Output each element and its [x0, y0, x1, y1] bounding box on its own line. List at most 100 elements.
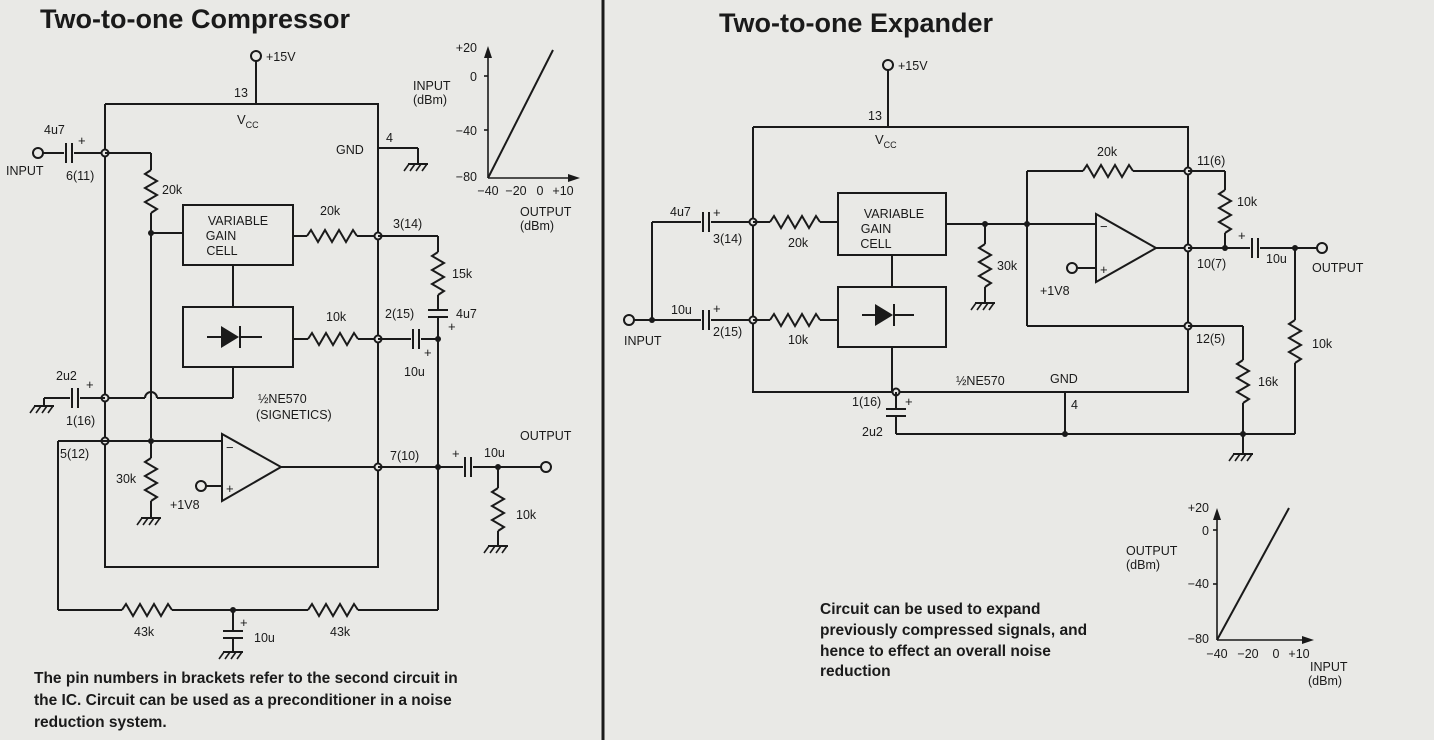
- resistor-15k-label: 15k: [452, 267, 473, 281]
- graph-y-tick-3: −40: [456, 124, 477, 138]
- resistor-10k-rect-label: 10k: [326, 310, 347, 324]
- ground-30k: [136, 517, 162, 526]
- expander-supply-label: +15V: [898, 59, 928, 73]
- graph-x-tick-1: −40: [477, 184, 498, 198]
- expander-pin-10: 10(7): [1197, 257, 1226, 271]
- expander-pin-12: 12(5): [1196, 332, 1225, 346]
- ic-name: ½NE570: [258, 392, 307, 406]
- expander-resistor-10k-in: [769, 312, 821, 328]
- expander-vcc-label: VCC: [875, 132, 897, 150]
- svg-text:+: +: [86, 377, 94, 392]
- expander-graph-y-title-1: OUTPUT: [1126, 544, 1178, 558]
- cap-out-label: 10u: [484, 446, 505, 460]
- expander-gnd-label: GND: [1050, 372, 1078, 386]
- expander-ground-30k: [970, 302, 996, 311]
- svg-text:+: +: [424, 345, 432, 360]
- expander-vgc-line3: CELL: [860, 237, 891, 251]
- expander-output-terminal: [1316, 242, 1328, 254]
- expander-graph-y-tick-3: −40: [1188, 577, 1209, 591]
- expander-resistor-10k-vertical: [1217, 189, 1233, 234]
- pin-7-label: 7(10): [390, 449, 419, 463]
- output-terminal: [540, 461, 552, 473]
- expander-ic-name: ½NE570: [956, 374, 1005, 388]
- svg-text:+: +: [452, 446, 460, 461]
- expander-resistor-10k-out: [1287, 319, 1303, 364]
- resistor-43k-b: [307, 602, 359, 618]
- expander-bias-label: +1V8: [1040, 284, 1070, 298]
- compressor-caption-line1: The pin numbers in brackets refer to the…: [34, 670, 458, 687]
- svg-text:+: +: [1238, 228, 1246, 243]
- graph-y-tick-2: 0: [470, 70, 477, 84]
- input-cap-label: 4u7: [44, 123, 65, 137]
- expander-graph-y-title-2: (dBm): [1126, 558, 1160, 572]
- svg-text:+: +: [226, 481, 234, 496]
- expander-resistor-16k-label: 16k: [1258, 375, 1279, 389]
- cap-mid-label: 10u: [254, 631, 275, 645]
- graph-y-tick-1: +20: [456, 41, 477, 55]
- input-cap-plus: +: [78, 133, 86, 148]
- ground-out: [483, 545, 509, 554]
- ground-symbol: [403, 163, 429, 172]
- input-terminal: [32, 147, 44, 159]
- graph-y-title-1: INPUT: [413, 79, 451, 93]
- resistor-30k: [143, 457, 159, 502]
- vcc-label: VCC: [237, 112, 259, 130]
- expander-ic-outline: [752, 126, 1189, 393]
- graph-y-tick-4: −80: [456, 170, 477, 184]
- pin-1-label: 1(16): [66, 414, 95, 428]
- vgc-line3: CELL: [206, 244, 237, 258]
- expander-pin-3: 3(14): [713, 232, 742, 246]
- expander-caption-line1: Circuit can be used to expand: [820, 601, 1041, 618]
- svg-text:−: −: [1100, 219, 1108, 234]
- expander-pin-2: 2(15): [713, 325, 742, 339]
- expander-resistor-10k-vertical-label: 10k: [1237, 195, 1258, 209]
- expander-resistor-20k-in: [769, 214, 821, 230]
- expander-title: Two-to-one Expander: [719, 8, 993, 38]
- resistor-10k-rect: [307, 331, 359, 347]
- resistor-43k-a: [121, 602, 173, 618]
- expander-graph-response-line: [1216, 507, 1290, 641]
- compressor-transfer-graph: +20 0 −40 −80 INPUT (dBm) −40 −20 0 +10 …: [413, 41, 580, 233]
- resistor-30k-label: 30k: [116, 472, 137, 486]
- expander-caption-line2: previously compressed signals, and: [820, 622, 1087, 639]
- expander-op-amp: [1095, 212, 1159, 284]
- ground-2u2: [29, 405, 55, 414]
- svg-text:+: +: [240, 615, 248, 630]
- output-label: OUTPUT: [520, 429, 572, 443]
- vgc-line1: VARIABLE: [208, 214, 268, 228]
- expander-vgc-line1: VARIABLE: [864, 207, 924, 221]
- svg-text:+: +: [1100, 262, 1108, 277]
- resistor-out: [490, 487, 506, 532]
- svg-text:−: −: [226, 440, 234, 455]
- graph-x-tick-3: 0: [537, 184, 544, 198]
- resistor-20k-horizontal-label: 20k: [320, 204, 341, 218]
- expander-cap-2u2-label: 2u2: [862, 425, 883, 439]
- diode-icon: [221, 326, 239, 348]
- expander-graph-x-title-1: INPUT: [1310, 660, 1348, 674]
- resistor-20k-horizontal: [306, 228, 358, 244]
- compressor-title: Two-to-one Compressor: [40, 4, 350, 34]
- cap-2u2-label: 2u2: [56, 369, 77, 383]
- resistor-20k-vertical: [143, 169, 159, 214]
- expander-resistor-10k-out-label: 10k: [1312, 337, 1333, 351]
- expander-graph-x-title-2: (dBm): [1308, 674, 1342, 688]
- expander-vcc-pin: 13: [868, 109, 882, 123]
- gnd-pin-label: 4: [386, 131, 393, 145]
- resistor-20k-vertical-label: 20k: [162, 183, 183, 197]
- expander-resistor-20k-fb-label: 20k: [1097, 145, 1118, 159]
- expander-vgc-box: [837, 192, 947, 256]
- expander-graph-x-tick-2: −20: [1237, 647, 1258, 661]
- expander-cap-out-label: 10u: [1266, 252, 1287, 266]
- expander-input-label: INPUT: [624, 334, 662, 348]
- cap-4u7-label: 4u7: [456, 307, 477, 321]
- svg-text:+: +: [713, 301, 721, 316]
- ic-maker: (SIGNETICS): [256, 408, 332, 422]
- pin-3-label: 3(14): [393, 217, 422, 231]
- svg-text:+: +: [905, 394, 913, 409]
- expander-cap-10u-label: 10u: [671, 303, 692, 317]
- expander-graph-y-tick-1: +20: [1188, 501, 1209, 515]
- op-amp: [221, 432, 284, 503]
- expander-cap-4u7-label: 4u7: [670, 205, 691, 219]
- graph-x-title-2: (dBm): [520, 219, 554, 233]
- expander-resistor-30k-label: 30k: [997, 259, 1018, 273]
